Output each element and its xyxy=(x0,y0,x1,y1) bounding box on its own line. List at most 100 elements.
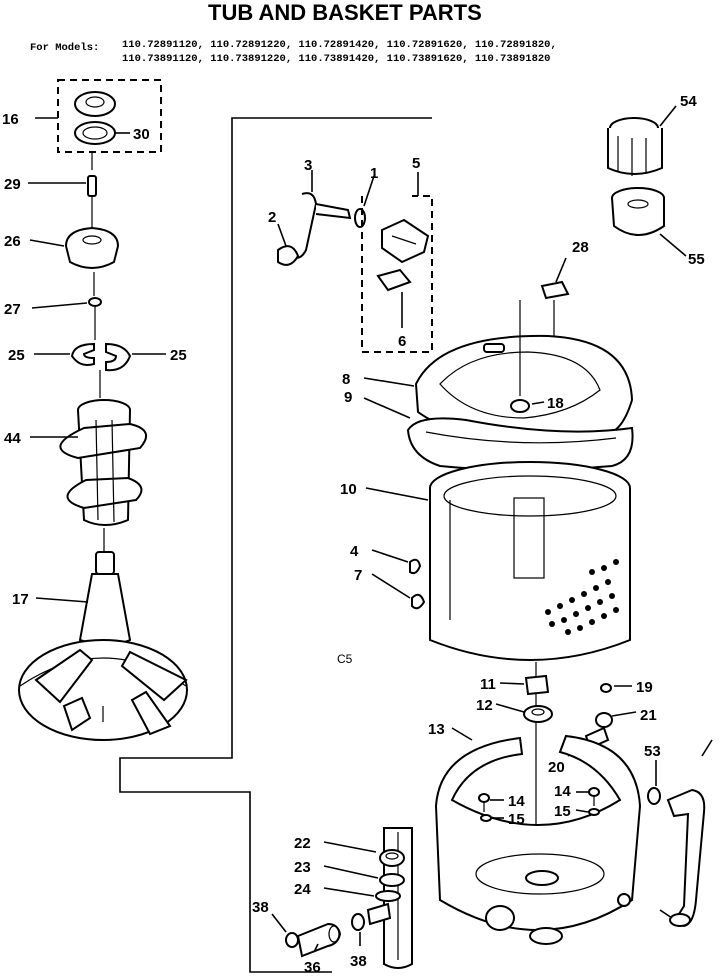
agitator-cap-part-16[interactable] xyxy=(74,91,116,117)
leader-22 xyxy=(323,841,377,853)
seal-ring-part-30[interactable] xyxy=(74,121,116,145)
callout-22: 22 xyxy=(294,835,311,852)
agitator-top-part-26[interactable] xyxy=(64,226,120,269)
callout-25-right: 25 xyxy=(170,347,187,364)
hose-part-36[interactable] xyxy=(296,922,342,958)
callout-9: 9 xyxy=(344,389,352,406)
callout-13: 13 xyxy=(428,721,445,738)
callout-10: 10 xyxy=(340,481,357,498)
callout-21: 21 xyxy=(640,707,657,724)
screw-part-14-right[interactable] xyxy=(588,787,600,806)
page-title: TUB AND BASKET PARTS xyxy=(208,0,482,25)
dog-part-25-right[interactable] xyxy=(105,342,132,372)
leader-1 xyxy=(363,175,375,207)
kit-box-5 xyxy=(361,195,433,353)
bolt-part-29[interactable] xyxy=(87,175,97,197)
callout-53: 53 xyxy=(644,743,661,760)
leader-21 xyxy=(611,711,637,717)
dispenser-base-part-55[interactable] xyxy=(611,187,665,236)
nut-part-18[interactable] xyxy=(510,399,530,413)
balance-ring-part-9[interactable] xyxy=(406,417,634,471)
callout-23: 23 xyxy=(294,859,311,876)
callout-5: 5 xyxy=(412,155,420,172)
leader-10 xyxy=(365,487,429,501)
callout-12: 12 xyxy=(476,697,493,714)
callout-14-left: 14 xyxy=(508,793,525,810)
outer-tub-part-13[interactable] xyxy=(434,734,642,945)
leader-27 xyxy=(31,302,88,309)
nozzle-tube-part-3[interactable] xyxy=(289,192,352,259)
leader-26 xyxy=(29,239,65,247)
grommet-part-21[interactable] xyxy=(595,712,613,728)
screw-part-14-left[interactable] xyxy=(478,793,490,812)
callout-24: 24 xyxy=(294,881,311,898)
clamp-part-38-left[interactable] xyxy=(285,932,299,948)
splash-guard-part-5[interactable] xyxy=(381,218,430,264)
leader-hose-bottom xyxy=(659,909,673,919)
clamp-part-53[interactable] xyxy=(647,787,661,805)
agitator-base-part-17[interactable] xyxy=(18,551,188,741)
models-line-2: 110.73891120, 110.73891220, 110.73891420… xyxy=(122,53,550,65)
washer-part-27[interactable] xyxy=(88,297,102,307)
callout-7: 7 xyxy=(354,567,362,584)
ring-part-23[interactable] xyxy=(379,873,405,887)
leader-9 xyxy=(363,397,411,419)
callout-38-left: 38 xyxy=(252,899,269,916)
callout-27: 27 xyxy=(4,301,21,318)
leader-28 xyxy=(555,257,567,283)
washer-part-15-left[interactable] xyxy=(480,814,492,822)
callout-19: 19 xyxy=(636,679,653,696)
connector-stub[interactable] xyxy=(366,902,392,926)
seal-part-12[interactable] xyxy=(523,705,553,723)
clamp-part-2[interactable] xyxy=(277,245,300,266)
leader-55 xyxy=(659,233,687,257)
callout-30: 30 xyxy=(133,126,150,143)
leader-12 xyxy=(495,703,525,713)
leader-offpage xyxy=(701,739,713,757)
callout-54: 54 xyxy=(680,93,697,110)
callout-26: 26 xyxy=(4,233,21,250)
leader-2 xyxy=(277,223,287,247)
callout-20: 20 xyxy=(548,759,565,776)
clamp-part-38-right[interactable] xyxy=(351,913,365,931)
leader-8 xyxy=(363,377,415,387)
nut-part-11[interactable] xyxy=(524,674,550,696)
clip-part-7[interactable] xyxy=(411,593,426,610)
callout-55: 55 xyxy=(688,251,705,268)
leader-7 xyxy=(371,573,411,599)
leader-15b xyxy=(575,809,589,813)
leader-18 xyxy=(531,401,545,405)
bumper-part-28[interactable] xyxy=(540,280,570,300)
clip-part-1[interactable] xyxy=(354,208,366,228)
callout-2: 2 xyxy=(268,209,276,226)
leader-23 xyxy=(323,865,379,879)
washer-part-15-right[interactable] xyxy=(588,808,600,816)
auger-part-44[interactable] xyxy=(59,399,148,526)
drain-hose[interactable] xyxy=(666,788,706,928)
basket-part-10[interactable] xyxy=(429,461,631,661)
washer-part-19[interactable] xyxy=(600,683,612,693)
fabric-softener-cap-part-54[interactable] xyxy=(607,117,663,176)
gasket-part-24[interactable] xyxy=(375,890,401,902)
callout-11: 11 xyxy=(480,676,496,693)
models-line-1: 110.72891120, 110.72891220, 110.72891420… xyxy=(122,39,557,51)
leader-4 xyxy=(371,549,409,563)
callout-8: 8 xyxy=(342,371,350,388)
callout-17: 17 xyxy=(12,591,29,608)
callout-18: 18 xyxy=(547,395,564,412)
dog-part-25-left[interactable] xyxy=(70,342,95,366)
leader-11 xyxy=(499,682,525,685)
pad-part-6[interactable] xyxy=(376,268,412,292)
cap-kit-box xyxy=(57,79,162,153)
tub-ring-part-8[interactable] xyxy=(414,334,634,440)
callout-3: 3 xyxy=(304,157,312,174)
leader-24 xyxy=(323,887,375,897)
models-prefix: For Models: xyxy=(30,42,99,54)
filter-part-22[interactable] xyxy=(379,849,405,867)
callout-4: 4 xyxy=(350,543,359,560)
clip-part-4[interactable] xyxy=(409,558,422,575)
callout-25-left: 25 xyxy=(8,347,25,364)
assembly-bracket xyxy=(119,117,338,973)
callout-16: 16 xyxy=(2,111,19,128)
